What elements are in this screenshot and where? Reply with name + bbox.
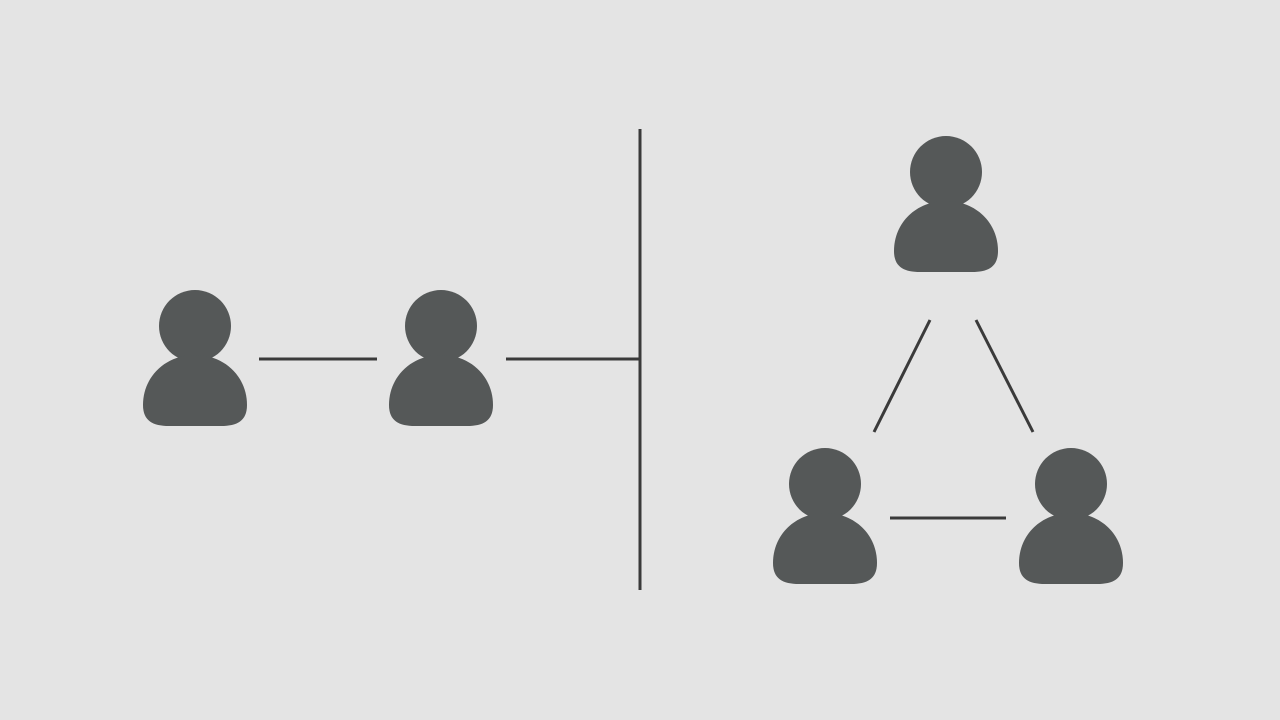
right-triangle-group [773,136,1123,584]
person-icon [894,136,998,272]
connector-line-top-bottom-right [974,319,1035,433]
person-icon [773,448,877,584]
connector-line-top-bottom-left [872,319,932,433]
left-chain-group [143,290,640,426]
person-icon [1019,448,1123,584]
person-icon [143,290,247,426]
person-icon [389,290,493,426]
